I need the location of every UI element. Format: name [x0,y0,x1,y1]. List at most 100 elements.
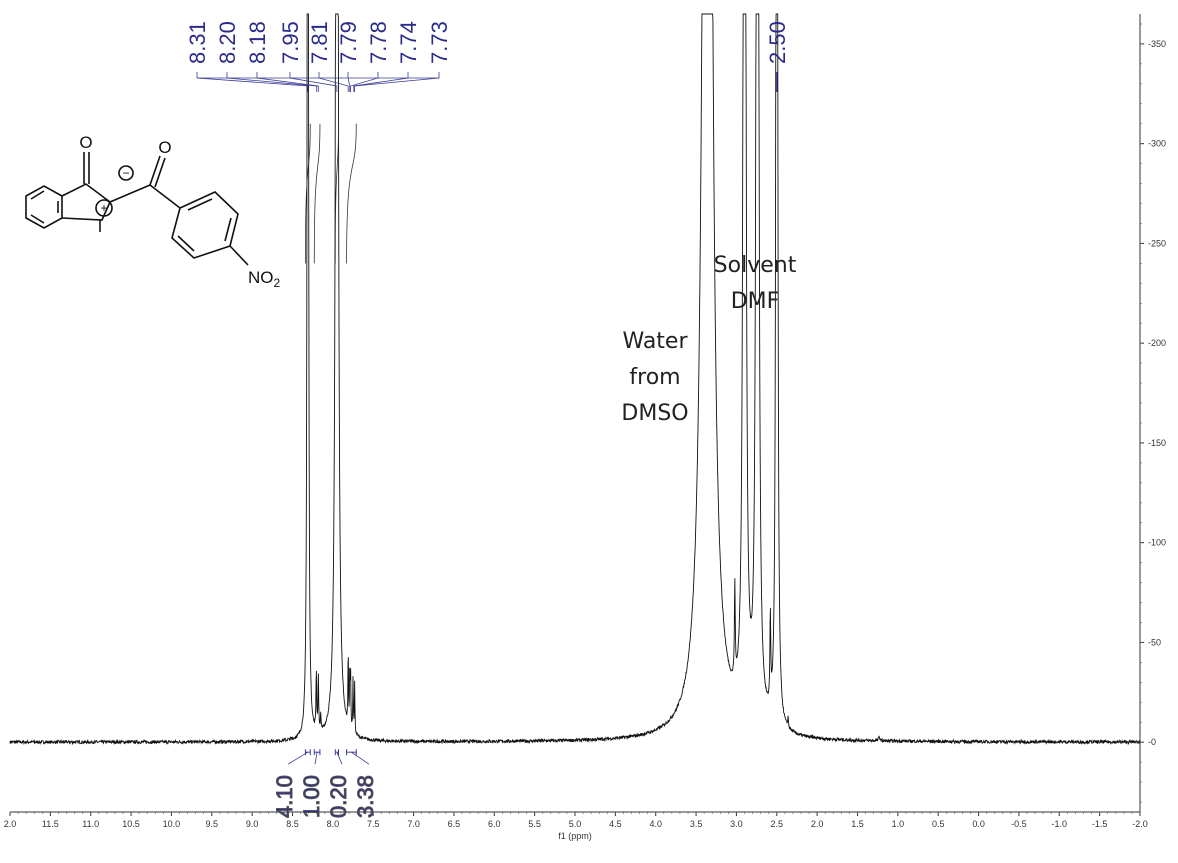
x-tick-label: 2.0 [811,819,824,829]
x-tick-label: 6.0 [488,819,501,829]
x-tick-label: 8.5 [286,819,299,829]
y-tick-label: -300 [1148,139,1166,149]
x-tick-label: 0.0 [972,819,985,829]
aryl-bond [149,184,181,209]
x-tick-label: 11.5 [42,819,59,829]
nitro-bond [229,245,249,266]
annotation-text: Water [622,329,688,354]
annotation-text: Solvent [714,253,797,278]
peak-leader [347,72,351,92]
peak-label: 7.95 [278,21,303,64]
integral-curve [305,123,311,264]
peak-leader [196,72,309,92]
minus-circle [118,165,134,181]
x-tick-label: 6.5 [448,819,461,829]
peak-label: 8.18 [245,21,270,64]
carbonyl-oxygen-1: O [79,133,92,152]
nitro-label: NO2 [248,268,281,290]
x-tick-label: 10.0 [163,819,181,829]
integral-leader [287,751,309,765]
acyl-bond [109,184,151,203]
x-tick-label: 2.5 [771,819,784,829]
x-tick-label: -1.0 [1052,819,1068,829]
x-tick-label: 4.5 [609,819,622,829]
x-tick-label: -1.5 [1092,819,1108,829]
x-tick-label: 1.0 [892,819,905,829]
y-tick-label: -350 [1148,39,1166,49]
x-tick-label: 2.0 [4,819,17,829]
x-tick-label: 5.0 [569,819,582,829]
x-tick-label: -0.5 [1011,819,1027,829]
nitro-subscript: 2 [274,276,281,290]
x-tick-label: 8.0 [327,819,340,829]
integral-label: 1.00 [299,775,324,818]
plus-sign: + [100,201,107,215]
aryl-inner-bond-c [177,235,195,252]
plus-circle [95,199,113,217]
x-axis-title: f1 (ppm) [558,831,592,841]
annotation-text: DMF [731,289,780,314]
x-tick-label: 3.0 [730,819,743,829]
x-tick-label: 3.5 [690,819,703,829]
x-tick-label: 1.5 [851,819,864,829]
peak-leader [289,72,338,92]
peak-leader [353,72,409,92]
y-tick-label: -0 [1148,737,1156,747]
peak-label: 7.74 [396,21,421,64]
spectrum-trace [9,13,1141,746]
y-tick-label: -150 [1148,438,1166,448]
x-tick-label: 9.5 [206,819,219,829]
x-tick-label: 7.5 [367,819,380,829]
x-tick-label: 7.0 [407,819,420,829]
integral-leader [314,752,318,765]
peak-label: 7.73 [427,21,452,64]
peak-label: 7.79 [336,21,361,64]
carbonyl-bond-2 [149,155,161,186]
carbonyl-oxygen-2: O [158,138,171,157]
iodine-label: I [98,217,103,236]
y-tick-label: -100 [1148,538,1166,548]
peak-leader [256,72,319,92]
peak-label: 7.81 [307,21,332,64]
integral-leader [336,752,343,765]
integral-curve [346,123,357,264]
integral-curve [334,123,339,264]
spectrum-layer [9,13,1141,746]
benzo-ring [25,185,63,229]
nitro-main: NO [248,268,274,287]
y-tick-label: -200 [1148,338,1166,348]
x-tick-label: 11.0 [82,819,99,829]
annotation-text: DMSO [621,401,688,426]
x-tick-label: 4.0 [649,819,662,829]
integral-curve [313,123,321,264]
peak-label: 7.78 [366,21,391,64]
peak-leader [226,72,318,92]
chemical-structure: O O I + − NO2 [25,133,281,290]
aryl-inner-bond-b [224,217,232,242]
x-tick-label: 5.5 [528,819,541,829]
aryl-inner-bond-a [187,198,213,211]
x-tick-label: 0.5 [932,819,945,829]
peak-leader [354,72,440,92]
integral-label: 3.38 [353,775,378,818]
carbonyl-bond-2b [154,157,166,188]
x-tick-label: -2.0 [1132,819,1148,829]
benzo-inner-bond-b [30,214,45,224]
peak-label: 8.20 [215,21,240,64]
y-tick-label: -250 [1148,238,1166,248]
peak-label: 2.50 [765,21,790,64]
minus-sign: − [122,166,129,180]
integral-label: 0.20 [326,775,351,818]
axis-layer: 2.0 11.5 11.0 10.5 10.0 9.5 9.0 8.5 8.0 7.5 7.0 6.5… [4,14,1166,841]
integral-leader [351,751,370,765]
annotation-text: from [629,365,680,390]
peak-label: 8.31 [185,21,210,64]
x-tick-label: 9.0 [246,819,259,829]
x-tick-label: 10.5 [122,819,140,829]
peak-leader [318,72,349,92]
y-tick-label: -50 [1148,637,1161,647]
